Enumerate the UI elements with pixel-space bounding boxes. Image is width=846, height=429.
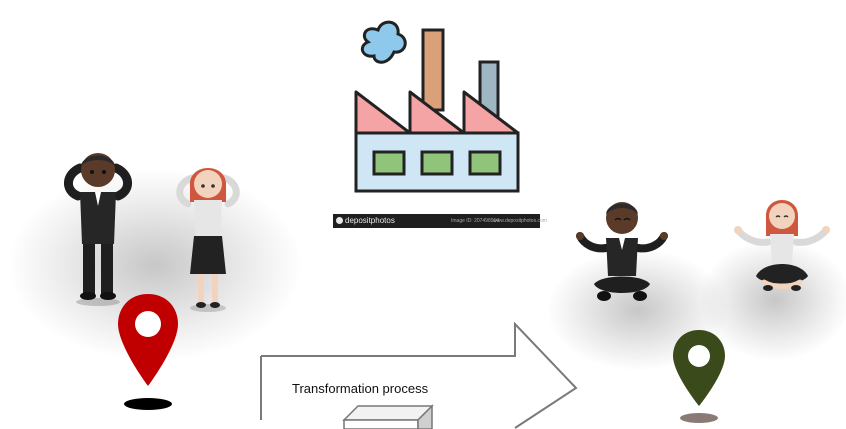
stressed-man-figure xyxy=(64,153,132,306)
factory-icon xyxy=(330,0,542,215)
start-location-pin-icon xyxy=(118,294,178,410)
process-arrow xyxy=(260,322,578,429)
factory-window-3 xyxy=(468,150,502,176)
watermark-right-caption: www.depositphotos.com xyxy=(493,218,547,224)
factory-window-1 xyxy=(372,150,406,176)
box-icon xyxy=(342,404,434,429)
end-location-pin-icon xyxy=(673,330,725,423)
stressed-woman-figure xyxy=(176,168,240,312)
watermark-left-caption: Image ID: 207498914 xyxy=(451,218,500,224)
process-label: Transformation process xyxy=(292,381,429,396)
chimney-tall xyxy=(421,28,445,112)
meditating-woman-figure xyxy=(734,200,830,291)
watermark-logo-icon xyxy=(336,217,343,224)
smoke-icon xyxy=(360,20,407,64)
meditating-man-figure xyxy=(576,202,668,301)
factory-window-2 xyxy=(420,150,454,176)
watermark-brand: depositphotos xyxy=(345,216,395,225)
watermark-bar: depositphotos Image ID: 207498914 www.de… xyxy=(333,214,547,228)
